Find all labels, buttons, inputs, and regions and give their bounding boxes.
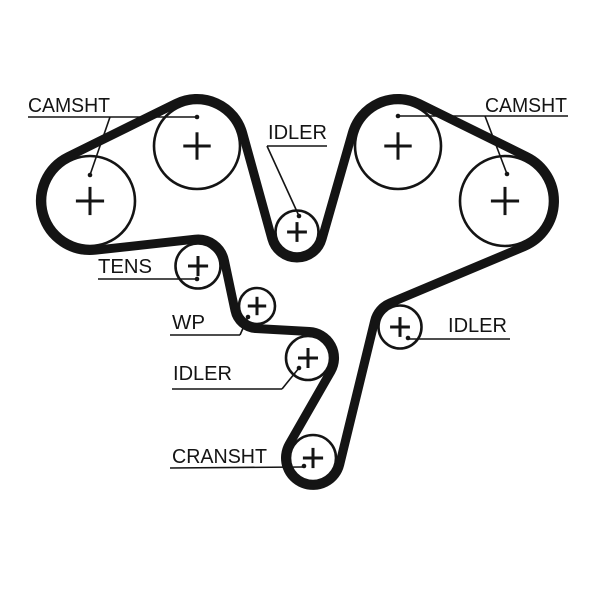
label-leader-dot [296,213,302,219]
label-leader-dot [194,114,200,120]
label-cransht: CRANSHT [172,446,267,468]
camshaft-right-inner-center-mark [384,132,412,160]
label-leader-dot [504,171,510,177]
label-camsht-left: CAMSHT [28,95,110,117]
label-leader-line [239,316,249,336]
label-leader-dot [405,335,411,341]
camshaft-left-inner-center-mark [183,132,211,160]
label-leader-line [484,115,508,175]
label-group-idler-top: IDLER [266,122,327,219]
label-group-cransht: CRANSHT [169,446,307,469]
label-camsht-right: CAMSHT [485,95,567,117]
label-leader-dot [296,365,302,371]
idler-lower-left-center-mark [298,348,318,368]
label-leader-line [169,466,304,469]
timing-belt-path [36,94,559,490]
label-leader-dot [87,172,93,178]
label-leader-dot [301,463,307,469]
label-leader-dot [194,276,200,282]
label-group-idler-right: IDLER [405,315,510,341]
idler-right-center-mark [390,317,410,337]
label-leader-dot [245,314,251,320]
label-idler-top: IDLER [268,122,327,144]
label-leader-line [281,367,300,390]
label-group-tens: TENS [98,256,200,282]
label-wp: WP [172,312,205,334]
label-leader-line [89,116,111,176]
idler-top-center-mark [287,222,307,242]
label-idler-lower-left: IDLER [173,363,232,385]
label-group-wp: WP [170,312,251,336]
label-group-idler-lower-left: IDLER [172,363,302,390]
label-group-camsht-right: CAMSHT [395,95,568,177]
crankshaft-center-mark [302,447,324,469]
label-leader-line [266,145,300,217]
label-group-camsht-left: CAMSHT [28,95,200,178]
tensioner-center-mark [188,256,209,277]
water-pump-center-mark [247,296,267,316]
camshaft-right-outer-center-mark [490,186,520,216]
label-tens: TENS [98,256,152,278]
camshaft-left-outer-center-mark [75,186,105,216]
label-idler-right: IDLER [448,315,507,337]
label-leader-dot [395,113,401,119]
